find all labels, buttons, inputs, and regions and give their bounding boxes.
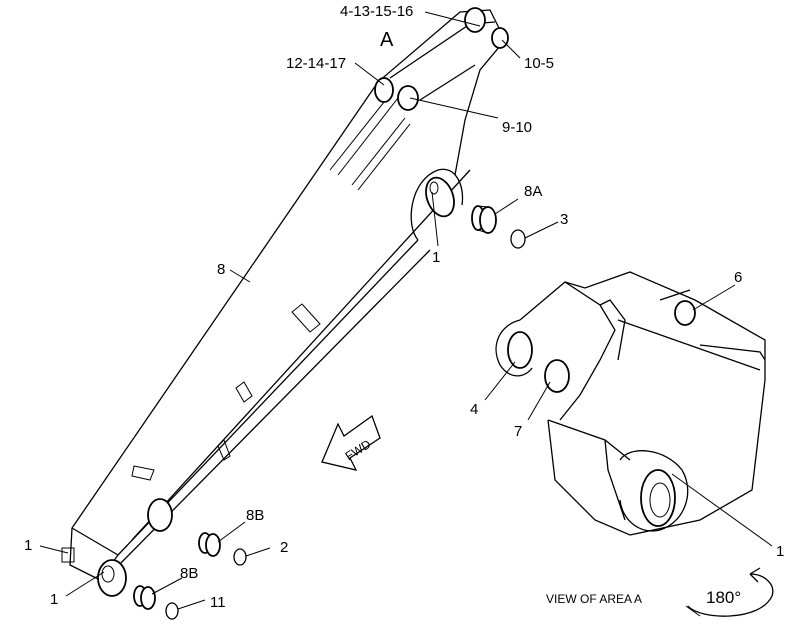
bushing-8b-lower bbox=[133, 585, 156, 610]
callout-3: 3 bbox=[560, 211, 568, 228]
callout-link-group: 12-14-17 bbox=[286, 55, 346, 72]
callout-8b-lower: 8B bbox=[180, 565, 198, 582]
bushing-8b-upper bbox=[198, 532, 221, 557]
callout-2: 2 bbox=[280, 539, 288, 556]
callout-8a: 8A bbox=[524, 183, 542, 200]
boom-assembly bbox=[61, 7, 509, 597]
callout-6: 6 bbox=[734, 269, 742, 286]
ring-3 bbox=[510, 229, 526, 249]
callout-1-right: 1 bbox=[776, 543, 784, 560]
callout-4: 4 bbox=[470, 401, 478, 418]
callout-area-letter: A bbox=[380, 29, 394, 51]
callout-1-left: 1 bbox=[24, 537, 32, 554]
bushing-8a bbox=[471, 205, 497, 234]
callout-8: 8 bbox=[217, 261, 225, 278]
callout-bolt-group: 9-10 bbox=[502, 119, 532, 136]
fwd-arrow-icon: FWD bbox=[321, 414, 381, 471]
callout-top-group: 4-13-15-16 bbox=[340, 3, 413, 20]
leader-lines bbox=[39, 11, 773, 610]
rotation-label: 180° bbox=[706, 588, 741, 607]
callout-1-upper: 1 bbox=[432, 249, 440, 266]
area-a-detail bbox=[495, 271, 766, 536]
ring-11 bbox=[165, 602, 179, 620]
ring-2 bbox=[233, 548, 247, 566]
callout-pin-group: 10-5 bbox=[524, 55, 554, 72]
callout-7: 7 bbox=[514, 423, 522, 440]
callout-11: 11 bbox=[210, 594, 226, 611]
rotate-180-icon bbox=[685, 567, 774, 617]
callout-8b-upper: 8B bbox=[246, 507, 264, 524]
view-caption: VIEW OF AREA A bbox=[546, 592, 642, 606]
callout-1-bottom: 1 bbox=[50, 591, 58, 608]
fwd-label: FWD bbox=[343, 437, 374, 464]
